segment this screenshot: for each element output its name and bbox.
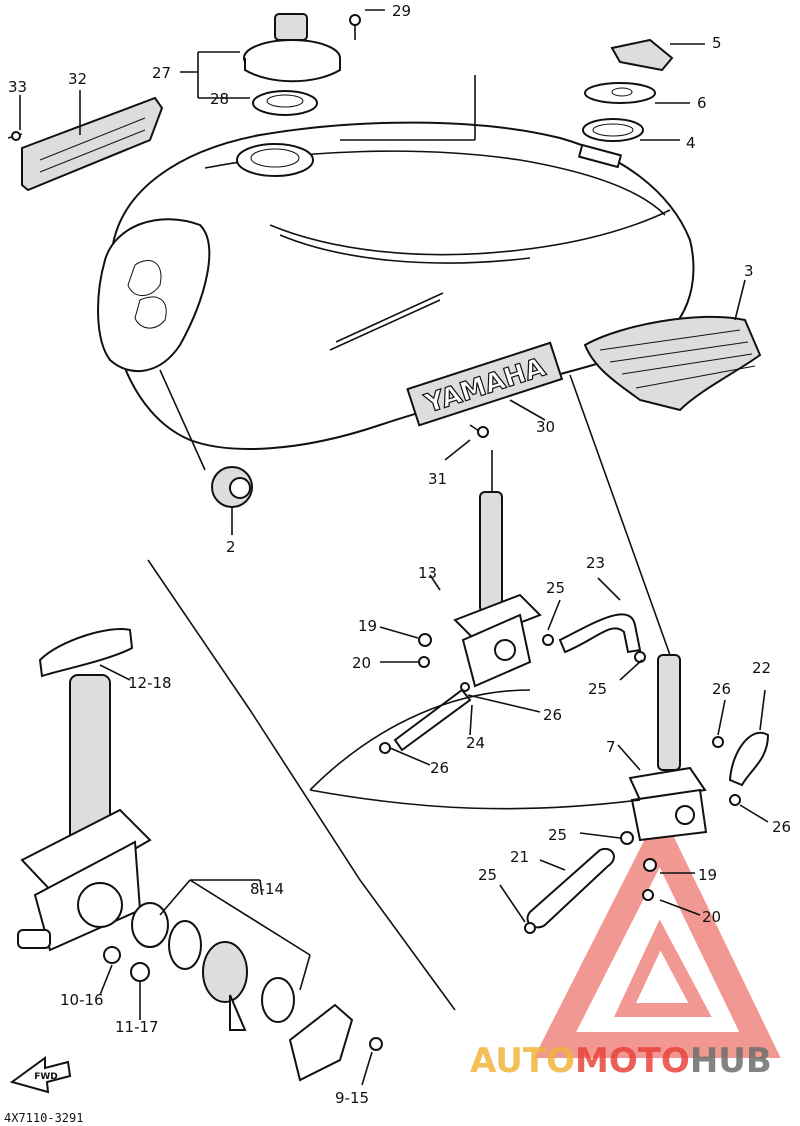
callout-21: 21 <box>510 848 529 866</box>
svg-text:AUTOMOTOHUB: AUTOMOTOHUB <box>470 1041 772 1081</box>
tank-rear-cover <box>583 315 762 412</box>
watermark-logo <box>533 808 781 1058</box>
emblem-screw <box>7 131 23 141</box>
callout-10-16: 10-16 <box>60 991 104 1009</box>
callout-23: 23 <box>586 554 605 572</box>
callout-33: 33 <box>8 78 27 96</box>
callout-27: 27 <box>152 64 171 82</box>
forward-arrow: FWD <box>9 1056 72 1094</box>
callout-20b: 20 <box>702 908 721 926</box>
callout-25a: 25 <box>546 579 565 597</box>
callout-26b: 26 <box>543 706 562 724</box>
cap-screw <box>349 14 361 40</box>
emblem-bolt <box>469 424 489 438</box>
hose-clips <box>379 634 741 934</box>
tank-bracket <box>610 38 674 72</box>
callout-8-14: 8-14 <box>250 880 284 898</box>
callout-26d: 26 <box>772 818 791 836</box>
tank-damper-lower <box>582 118 644 142</box>
side-emblem <box>21 96 164 192</box>
callout-13: 13 <box>418 564 437 582</box>
callout-31: 31 <box>428 470 447 488</box>
tank-damper <box>584 82 656 104</box>
callout-20a: 20 <box>352 654 371 672</box>
forward-arrow-label: FWD <box>34 1072 58 1082</box>
callout-22: 22 <box>752 659 771 677</box>
leader-lines <box>19 9 769 1086</box>
callout-2: 2 <box>226 538 236 556</box>
callout-19a: 19 <box>358 617 377 635</box>
watermark-text: AUTOMOTOHUB <box>470 1041 772 1081</box>
callout-32: 32 <box>68 70 87 88</box>
callout-25b: 25 <box>588 680 607 698</box>
hose-23 <box>558 613 642 654</box>
drain-plug <box>211 466 253 508</box>
fuel-cock-right <box>628 654 708 842</box>
washers <box>418 633 657 901</box>
callout-28: 28 <box>210 90 229 108</box>
callout-26c: 26 <box>430 759 449 777</box>
hose-21 <box>526 847 615 929</box>
callout-19b: 19 <box>698 866 717 884</box>
watermark-hub: HUB <box>690 1041 772 1081</box>
callout-29: 29 <box>392 2 411 20</box>
watermark-auto: AUTO <box>470 1041 575 1081</box>
callout-24: 24 <box>466 734 485 752</box>
fuel-cock-detail <box>17 628 152 952</box>
callout-5: 5 <box>712 34 722 52</box>
fuel-tank: YAMAHA <box>97 121 695 450</box>
callout-12-18: 12-18 <box>128 674 172 692</box>
valve-parts <box>103 902 383 1082</box>
callout-11-17: 11-17 <box>115 1018 159 1036</box>
callout-3: 3 <box>744 262 754 280</box>
callout-9-15: 9-15 <box>335 1089 369 1107</box>
callout-labels: 29 27 28 33 32 5 6 4 3 30 31 2 13 23 25 … <box>8 2 791 1107</box>
hose-22 <box>728 731 770 787</box>
fuel-cock-left <box>453 491 542 688</box>
callout-7: 7 <box>606 738 616 756</box>
callout-25d: 25 <box>478 866 497 884</box>
callout-25c: 25 <box>548 826 567 844</box>
callout-26a: 26 <box>712 680 731 698</box>
fuel-cap <box>243 13 341 83</box>
drawing-code: 4X7110-3291 <box>4 1111 83 1125</box>
callout-4: 4 <box>686 134 696 152</box>
callout-30: 30 <box>536 418 555 436</box>
callout-6: 6 <box>697 94 707 112</box>
watermark-moto: MOTO <box>575 1041 690 1081</box>
cap-gasket <box>252 90 318 116</box>
